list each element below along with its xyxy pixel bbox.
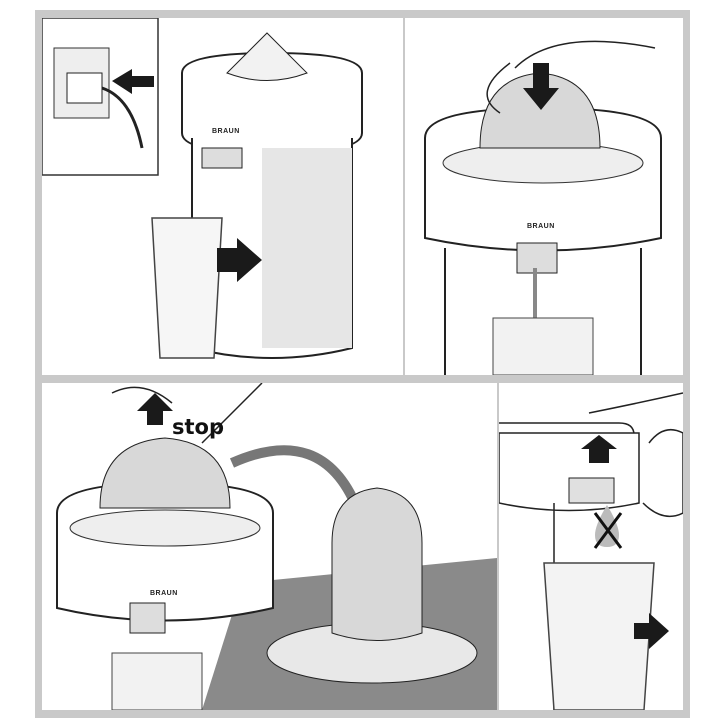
juicer-with-glass-illustration: BRAUN	[42, 18, 363, 359]
step-2-press-fruit-panel: BRAUN	[405, 18, 683, 375]
arrow-right-icon	[217, 238, 262, 282]
arrow-up-icon	[581, 435, 617, 463]
arrow-up-icon	[137, 393, 173, 425]
step-3-stop-panel: BRAUN stop	[42, 383, 497, 710]
step-4-close-spout-panel	[499, 383, 683, 710]
press-fruit-illustration: BRAUN	[424, 40, 662, 375]
stop-label: stop	[172, 415, 224, 439]
svg-text:BRAUN: BRAUN	[212, 128, 240, 135]
step-1-plug-in-panel: BRAUN	[42, 18, 403, 375]
arrow-down-icon	[523, 63, 559, 110]
svg-text:BRAUN: BRAUN	[527, 223, 555, 230]
plug-icon	[53, 47, 144, 149]
curved-arrow-icon	[229, 445, 362, 510]
arrow-left-icon	[112, 69, 154, 94]
close-spout-illustration	[499, 392, 683, 710]
svg-text:BRAUN: BRAUN	[150, 590, 178, 597]
arrow-right-icon	[634, 613, 669, 649]
remove-cone-illustration: BRAUN	[56, 383, 497, 710]
